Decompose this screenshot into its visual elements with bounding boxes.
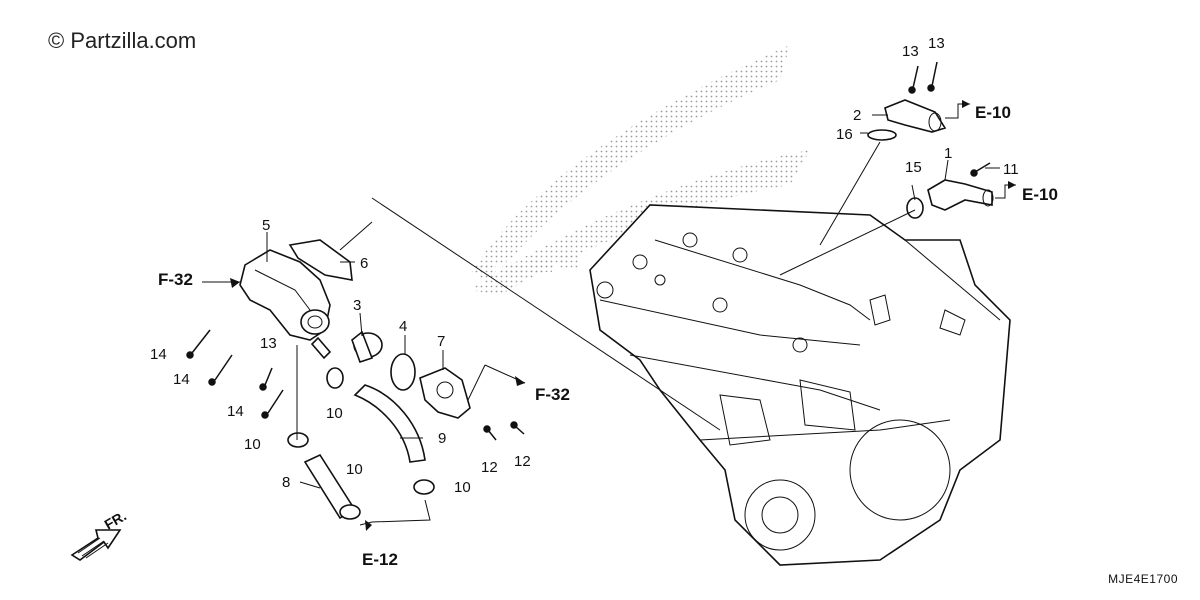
o-ring-part-16 <box>867 129 897 141</box>
callout-5: 5 <box>262 217 270 234</box>
arrow-icon <box>230 278 240 288</box>
water-hose-part-9 <box>353 384 426 463</box>
hose-clamp-icon <box>339 504 361 520</box>
front-direction-arrow: FR. <box>70 507 130 561</box>
arrow-icon <box>962 100 970 108</box>
callout-2: 2 <box>853 107 861 124</box>
diagram-code: MJE4E1700 <box>1108 572 1178 586</box>
hose-clamp-icon <box>287 432 309 448</box>
thermostat-part-3 <box>351 330 383 364</box>
callout-14b: 14 <box>173 371 190 388</box>
hose-clamp-icon <box>413 479 435 495</box>
callout-13b: 13 <box>902 43 919 60</box>
callout-9: 9 <box>438 430 446 447</box>
arrow-icon <box>365 520 372 531</box>
callout-10d: 10 <box>454 479 471 496</box>
callout-6: 6 <box>360 255 368 272</box>
direction-label: FR. <box>102 507 130 532</box>
ref-e10-top: E-10 <box>975 103 1011 122</box>
callout-7: 7 <box>437 333 445 350</box>
callout-10c: 10 <box>346 461 363 478</box>
callout-10b: 10 <box>244 436 261 453</box>
callout-12a: 12 <box>481 459 498 476</box>
water-joint-part-1 <box>927 179 994 211</box>
callout-14c: 14 <box>227 403 244 420</box>
wing-logo-letters <box>478 254 580 279</box>
engine-assembly <box>589 204 1011 566</box>
ref-f32-left: F-32 <box>158 270 193 289</box>
ref-f32-right: F-32 <box>535 385 570 404</box>
hose-clamp-icon <box>326 367 344 389</box>
callout-13c: 13 <box>928 35 945 52</box>
water-outlet-part-7 <box>419 367 471 419</box>
callout-3: 3 <box>353 297 361 314</box>
callout-1: 1 <box>944 145 952 162</box>
callout-11: 11 <box>1003 161 1019 178</box>
o-ring-part-4 <box>390 353 416 391</box>
callout-10a: 10 <box>326 405 343 422</box>
o-ring-part-15 <box>906 197 924 219</box>
ref-e12: E-12 <box>362 550 398 569</box>
gasket-part-6 <box>288 239 353 281</box>
thermostat-housing-part-5 <box>239 249 332 360</box>
bolts <box>186 61 991 441</box>
watermark: © Partzilla.com <box>48 28 197 53</box>
callout-16: 16 <box>836 126 853 143</box>
arrow-icon <box>1008 181 1016 189</box>
callout-13a: 13 <box>260 335 277 352</box>
callout-4: 4 <box>399 318 407 335</box>
callout-8: 8 <box>282 474 290 491</box>
ref-e10-mid: E-10 <box>1022 185 1058 204</box>
callout-12b: 12 <box>514 453 531 470</box>
callout-14a: 14 <box>150 346 167 363</box>
arrow-icon <box>515 376 525 386</box>
water-joint-part-2 <box>884 99 947 133</box>
callout-15: 15 <box>905 159 922 176</box>
